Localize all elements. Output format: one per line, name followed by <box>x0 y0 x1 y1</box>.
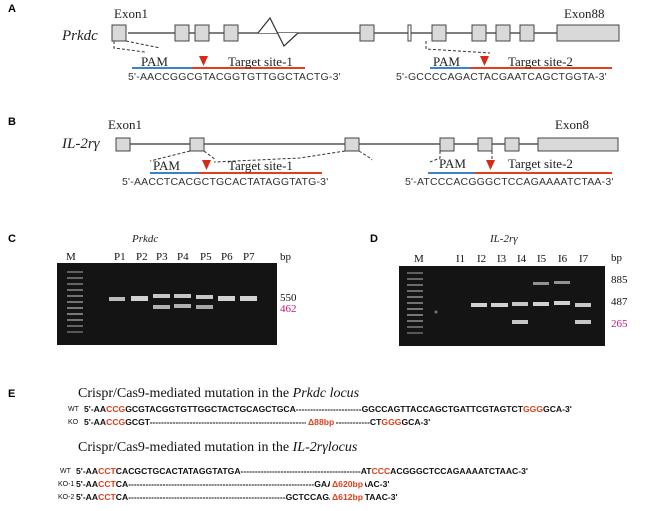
il2rg-gene-structure <box>115 137 619 174</box>
il2rg-ko2-sequence: 5'-AACCTCA------------------------------… <box>76 492 398 502</box>
size-label-265: 265 <box>611 318 628 330</box>
lane-label-p6: P6 <box>221 251 233 263</box>
lane-label-m: M <box>414 253 424 265</box>
lane-label-p4: P4 <box>177 251 189 263</box>
pam-label-1: PAM <box>153 158 180 173</box>
lane-label-i4: I4 <box>517 253 527 265</box>
deletion-label-612bp: Δ612bp <box>330 492 366 502</box>
ko1-tag: KO-1 <box>58 481 75 488</box>
lane-label-p3: P3 <box>156 251 168 263</box>
size-label-885: 885 <box>611 274 628 286</box>
lane-label-p2: P2 <box>136 251 148 263</box>
exon-first-label: Exon1 <box>114 6 148 21</box>
gel-image-prkdc <box>57 263 277 345</box>
ko-tag: KO <box>68 419 79 426</box>
gel-title-il2rg: IL-2rγ <box>490 233 518 245</box>
wt-tag: WT <box>60 468 71 475</box>
lane-label-i2: I2 <box>477 253 487 265</box>
gel-image-il2rg <box>399 266 605 346</box>
exon-last-label: Exon8 <box>555 117 589 132</box>
exon-last-label: Exon88 <box>564 6 605 21</box>
prkdc-gene-structure <box>111 16 620 69</box>
target-site-label-1: Target site-1 <box>228 54 293 69</box>
target-site-label-2: Target site-2 <box>508 54 573 69</box>
prkdc-wt-sequence: 5'-AACCGGCGTACGGTGTTGGCTACTGCAGCTGCA----… <box>84 404 572 414</box>
section-title-il2rg: Crispr/Cas9-mediated mutation in the IL-… <box>78 440 358 455</box>
lane-label-p7: P7 <box>243 251 255 263</box>
gene-name-il2rg: IL-2rγ <box>62 136 100 152</box>
deletion-label-88bp: Δ88bp <box>306 417 337 427</box>
gene-name-prkdc: Prkdc <box>62 28 98 44</box>
lane-label-i1: I1 <box>456 253 466 265</box>
panel-label-a: A <box>8 3 16 15</box>
panel-label-e: E <box>8 388 16 400</box>
pam-label-2: PAM <box>439 156 466 171</box>
panel-label-d: D <box>370 233 378 245</box>
target-site-label-2: Target site-2 <box>508 156 573 171</box>
panel-label-c: C <box>8 233 16 245</box>
target-sequence-2: 5'-ATCCCACGGGCTCCAGAAAATCTAA-3' <box>405 176 614 188</box>
ko2-tag: KO-2 <box>58 494 75 501</box>
bp-unit-label: bp <box>280 251 291 263</box>
size-label-462: 462 <box>280 303 297 315</box>
size-label-550: 550 <box>280 292 297 304</box>
lane-label-p5: P5 <box>200 251 212 263</box>
prkdc-ko-sequence: 5'-AACCGGCGT----------------------------… <box>84 417 431 427</box>
lane-label-i7: I7 <box>579 253 589 265</box>
bp-unit-label: bp <box>611 252 622 264</box>
target-site-label-1: Target site-1 <box>228 158 293 173</box>
il2rg-wt-sequence: 5'-AACCTCACGCTGCACTATAGGTATGA-----------… <box>76 466 528 476</box>
il2rg-ko1-sequence: 5'-AACCTCA------------------------------… <box>76 479 390 489</box>
section-title-prkdc: Crispr/Cas9-mediated mutation in the Prk… <box>78 386 360 401</box>
pam-label-2: PAM <box>433 54 460 69</box>
lane-label-i3: I3 <box>497 253 507 265</box>
target-sequence-1: 5'-AACCGGCGTACGGTGTTGGCTACTG-3' <box>128 71 341 83</box>
exon-first-label: Exon1 <box>108 117 142 132</box>
panel-label-b: B <box>8 116 16 128</box>
lane-label-m: M <box>66 251 76 263</box>
size-label-487: 487 <box>611 296 628 308</box>
gel-title-prkdc: Prkdc <box>132 233 159 245</box>
lane-label-i5: I5 <box>537 253 547 265</box>
lane-label-p1: P1 <box>114 251 126 263</box>
target-sequence-1: 5'-AACCTCACGCTGCACTATAGGTATG-3' <box>122 176 329 188</box>
lane-label-i6: I6 <box>558 253 568 265</box>
wt-tag: WT <box>68 406 79 413</box>
pam-label-1: PAM <box>141 54 168 69</box>
target-sequence-2: 5'-GCCCCAGACTACGAATCAGCTGGTA-3' <box>396 71 607 83</box>
deletion-label-620bp: Δ620bp <box>330 479 366 489</box>
